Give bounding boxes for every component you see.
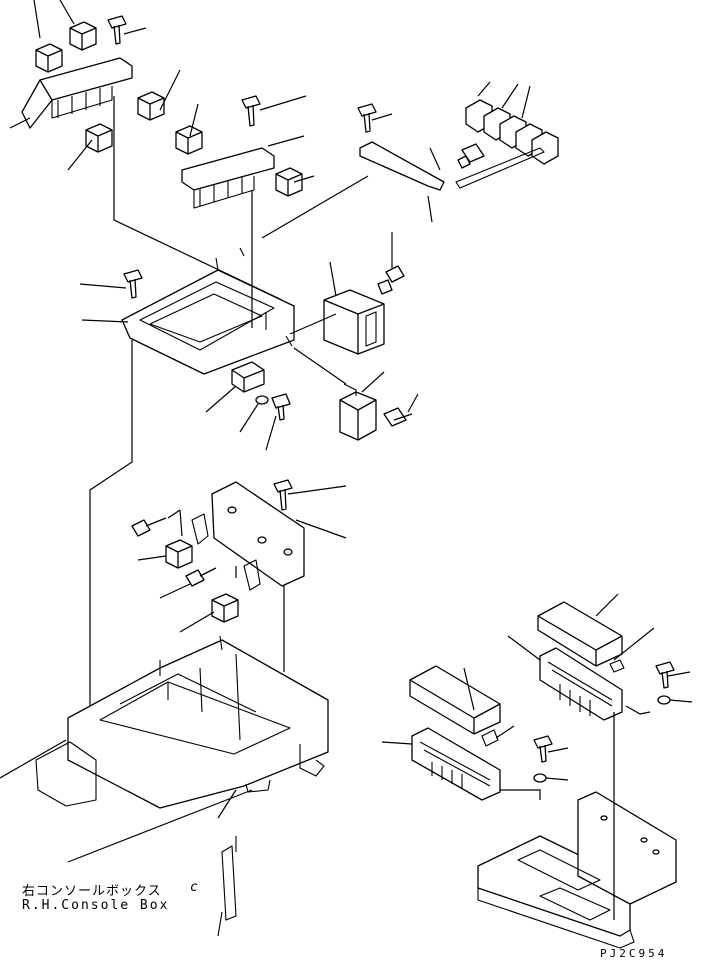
buzzer-unit: [339, 383, 377, 441]
console-box-upper: [121, 247, 295, 375]
washer: [533, 773, 547, 783]
flasher-unit: [231, 361, 265, 393]
bolt: [357, 103, 377, 133]
relay-cube: [275, 167, 303, 197]
bolt: [107, 15, 127, 45]
washer: [657, 695, 671, 705]
bolt: [271, 393, 291, 421]
reference-mark: c: [190, 880, 198, 895]
fuse-clip: [609, 659, 625, 673]
relay-cube: [137, 91, 165, 121]
relay-bracket-upper-left: [21, 57, 133, 129]
relay-cube: [175, 125, 203, 155]
relay-cube: [69, 21, 97, 51]
relay-socket: [191, 513, 261, 591]
caption-japanese: 右コンソールボックス: [22, 884, 162, 899]
washer: [255, 395, 269, 405]
bolt: [383, 407, 413, 427]
fuse-clip: [481, 729, 499, 747]
bolt: [123, 269, 143, 299]
fuse-box-lower: [411, 727, 501, 801]
relay-cube: [211, 593, 239, 623]
drawing-code: PJ2C954: [600, 947, 668, 960]
bolt: [457, 143, 485, 169]
bolt: [185, 567, 217, 587]
bracket-plate: [359, 141, 445, 191]
screw: [655, 661, 675, 689]
bolt: [377, 265, 405, 295]
hanging-bracket: [217, 836, 237, 937]
mid-mounting-plate: [211, 481, 305, 587]
relay-cube: [35, 43, 63, 73]
relay-strip-upper-right: [455, 99, 559, 189]
fuse-cover-lower: [409, 665, 501, 735]
fuse-mounting-tray: [477, 791, 677, 949]
relay-block: [323, 289, 385, 355]
caption-english: R.H.Console Box: [22, 898, 170, 913]
bolt: [241, 95, 261, 127]
console-box-lower: [35, 635, 329, 809]
bolt: [273, 479, 293, 511]
relay-bracket-upper-middle: [181, 147, 275, 209]
relay-cube: [85, 123, 113, 153]
bolt: [131, 517, 167, 537]
fuse-box-upper: [539, 647, 623, 721]
screw: [533, 735, 553, 763]
relay-cube: [165, 539, 193, 569]
